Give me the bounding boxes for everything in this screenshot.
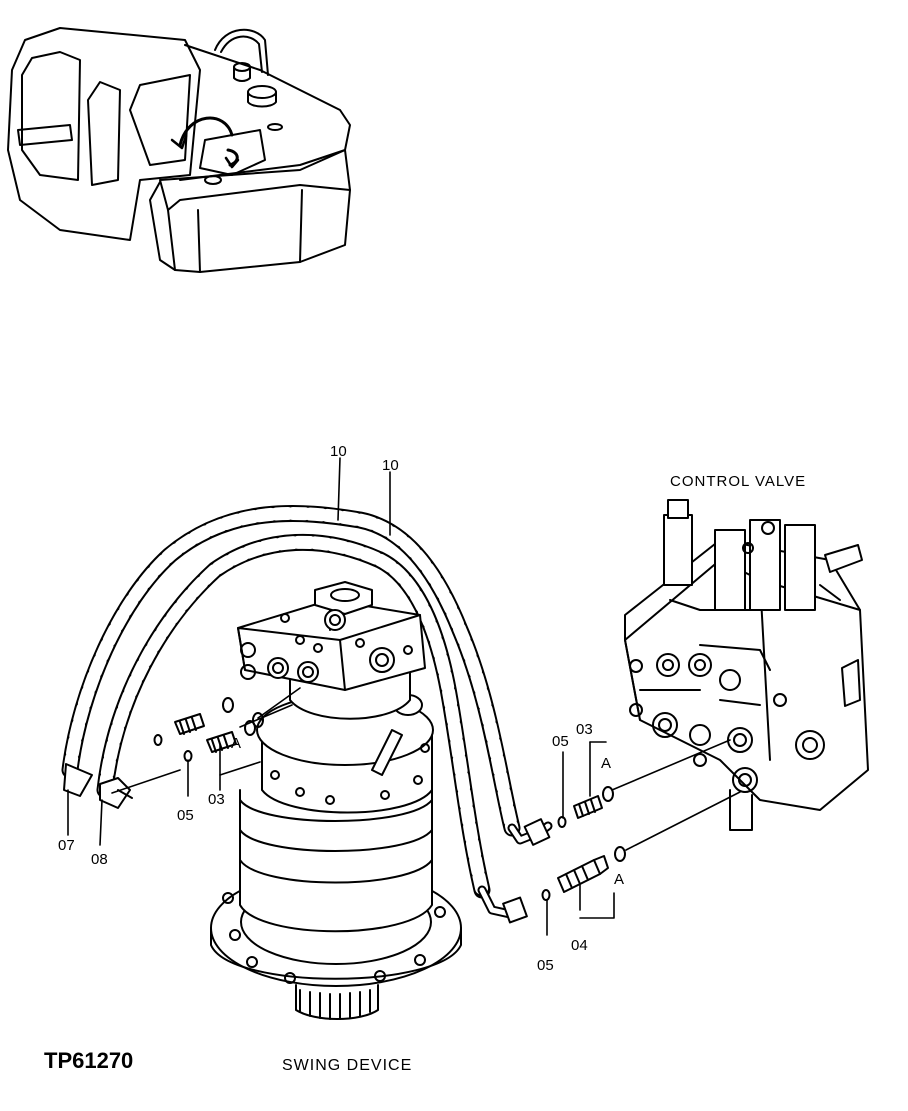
callout-elbow-07: 07 (58, 837, 75, 854)
callout-hose-lower: 10 (382, 457, 399, 474)
callout-adapter-bottom: 04 (571, 937, 588, 954)
diagram-caption: SWING DEVICE (282, 1057, 413, 1074)
callout-adapter-left: 03 (208, 791, 225, 808)
control-valve-label: CONTROL VALVE (670, 473, 807, 490)
callout-elbow-08: 08 (91, 851, 108, 868)
callout-oring-left: 05 (177, 807, 194, 824)
callout-hose-upper: 10 (330, 443, 347, 460)
hose-assembly (64, 513, 549, 922)
callout-view-a-left: A (231, 735, 242, 752)
control-valve (625, 500, 868, 830)
callout-oring-bottom: 05 (537, 957, 554, 974)
excavator-locator-view (8, 28, 350, 272)
loose-fittings (155, 698, 626, 900)
drawing-number: TP61270 (44, 1048, 134, 1073)
leader-lines (68, 458, 740, 935)
callout-view-a-bottom: A (614, 871, 625, 888)
callout-view-a-mid: A (601, 755, 612, 772)
callout-adapter-mid: 03 (576, 721, 593, 738)
swing-device (211, 582, 461, 1019)
callout-oring-mid: 05 (552, 733, 569, 750)
